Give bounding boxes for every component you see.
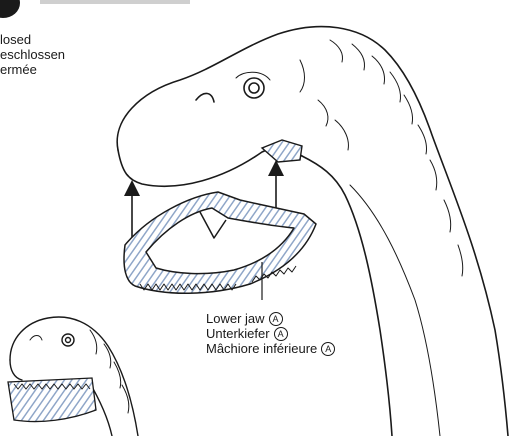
part-marker: A — [274, 327, 288, 341]
part-marker: A — [269, 312, 283, 326]
closed-label-line: eschlossen — [0, 47, 65, 62]
part-marker: A — [321, 342, 335, 356]
closed-label: losed eschlossen ermée — [0, 32, 65, 77]
closed-label-line: ermée — [0, 62, 65, 77]
closed-label-line: losed — [0, 32, 65, 47]
lower-jaw-part — [124, 192, 316, 293]
jaw-socket — [262, 140, 302, 162]
